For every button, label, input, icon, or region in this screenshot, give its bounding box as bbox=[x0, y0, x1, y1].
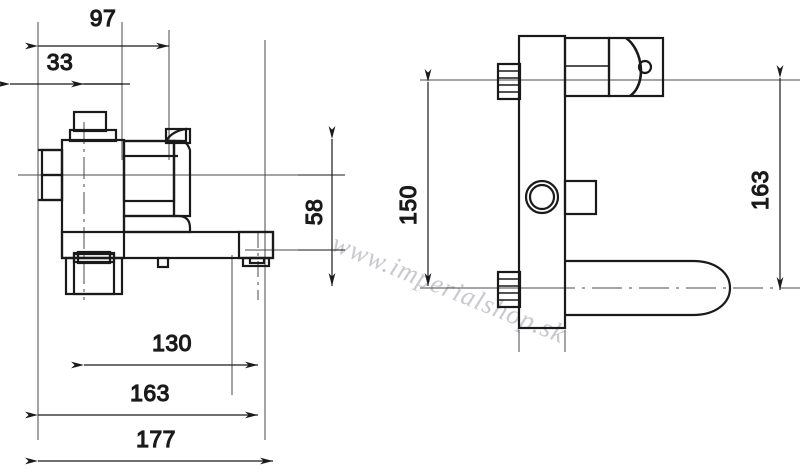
side-view-group bbox=[18, 22, 340, 440]
side-view-dimensions: 97 33 58 130 163 bbox=[0, 4, 345, 465]
dimension-163-horizontal-label: 163 bbox=[130, 380, 170, 406]
dimension-130-label: 130 bbox=[152, 330, 192, 356]
dimension-177-label: 177 bbox=[136, 426, 176, 452]
dimension-58-label: 58 bbox=[301, 199, 327, 226]
dimension-130: 130 bbox=[71, 329, 258, 369]
dimension-97: 97 bbox=[25, 4, 169, 50]
dimension-97-label: 97 bbox=[90, 5, 117, 31]
side-view-extension-lines bbox=[18, 22, 340, 440]
dimension-177: 177 bbox=[25, 425, 273, 465]
upper-eccentric-connector bbox=[496, 62, 522, 101]
front-view-group bbox=[420, 34, 800, 352]
dimension-150-label: 150 bbox=[395, 185, 421, 225]
dimension-163-vertical-label: 163 bbox=[747, 170, 773, 210]
dimension-33-label: 33 bbox=[47, 49, 74, 75]
front-view-dimensions: 150 163 bbox=[394, 65, 784, 290]
dimension-150: 150 bbox=[394, 69, 432, 286]
dimension-163-vertical: 163 bbox=[746, 65, 784, 290]
dimension-33: 33 bbox=[0, 48, 130, 88]
dimension-163-horizontal: 163 bbox=[25, 379, 258, 419]
lower-eccentric-connector bbox=[496, 270, 522, 309]
dimension-58: 58 bbox=[298, 126, 345, 286]
